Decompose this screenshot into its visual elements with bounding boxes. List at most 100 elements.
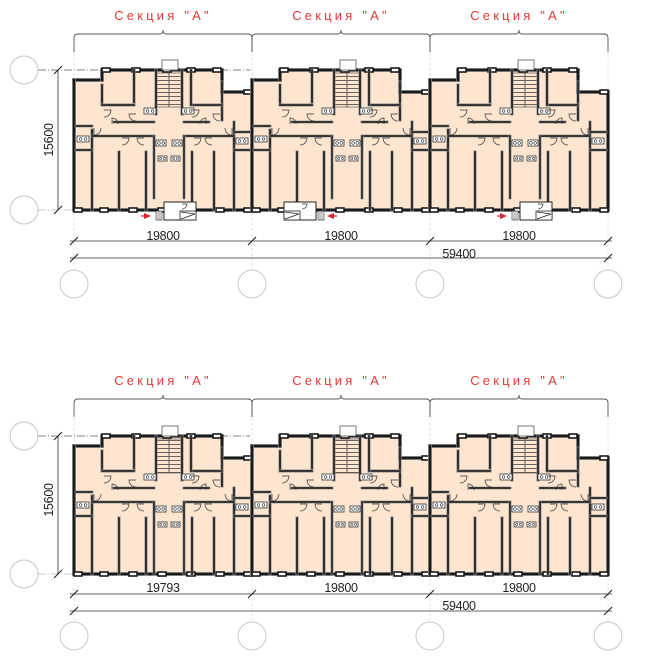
door-swing [93,127,102,136]
plumbing-fixture [513,521,524,528]
door-swing [369,109,378,118]
plumbing-fixture [511,505,523,513]
door-swing [281,109,290,118]
section-label: Секция "А" [114,373,212,388]
plumbing-fixture [170,521,181,528]
plumbing-fixture [235,137,249,145]
door-swing [390,113,399,122]
floor-plan-bottom [9,394,623,651]
grid-axis-marker [9,421,39,451]
wall-pier [571,207,581,213]
door-swing [492,137,501,146]
wall-pier [306,571,316,577]
door-swing [204,137,213,146]
plumbing-fixture [143,473,157,481]
door-swing [467,117,475,125]
wall-pier [568,433,578,439]
building-section [72,59,254,221]
door-swing [193,137,202,146]
door-swing [467,483,475,491]
plumbing-fixture [76,135,90,143]
door-swing [136,137,145,146]
entry-steps [317,210,325,221]
plumbing-fixture [526,521,537,528]
section-dimension: 19793 [146,581,180,595]
section-label: Секция "А" [470,8,568,23]
entry-steps [511,210,519,221]
door-swing [224,493,233,502]
door-swing [549,137,558,146]
door-swing [224,127,233,136]
grid-axis-marker [593,269,623,299]
door-swing [390,479,399,488]
building-section [250,425,432,577]
stair-exit [517,425,535,437]
wall-pier [131,67,141,73]
wall-pier [251,207,261,213]
ramp [179,210,197,221]
plumbing-fixture [171,139,183,147]
wall-pier [99,571,109,577]
door-swing [560,503,569,512]
door-swing [382,503,391,512]
plumbing-fixture [359,473,373,481]
wall-pier [309,433,319,439]
section-brace [73,394,253,417]
door-swing [299,137,308,146]
plumbing-fixture [335,155,346,162]
plumbing-fixture [157,155,168,162]
wall-pier [309,67,319,73]
grid-axis-marker [415,269,445,299]
section-label: Секция "А" [292,8,390,23]
plumbing-fixture [591,137,605,145]
plumbing-fixture [527,139,539,147]
grid-axis-marker [9,559,39,589]
door-swing [306,113,315,122]
wall-pier [212,67,222,73]
door-swing [281,475,290,484]
plumbing-fixture [181,473,195,481]
door-swing [199,483,207,491]
height-dimension: 15600 [42,483,56,517]
plumbing-fixture [432,501,446,509]
wall-pier [599,89,609,95]
plumbing-fixture [537,107,551,115]
wall-pier [487,67,497,73]
total-dimension: 59400 [442,599,476,613]
grid-axis-marker [237,269,267,299]
plumbing-fixture [254,501,268,509]
section-dimension: 19800 [502,581,536,595]
plumbing-fixture [526,155,537,162]
door-swing [537,203,544,210]
wall-pier [393,571,403,577]
plumbing-fixture [499,473,513,481]
door-swing [402,493,411,502]
wall-pier [73,207,83,213]
plumbing-fixture [157,521,168,528]
stair-exit [161,59,179,71]
plumbing-fixture [254,135,268,143]
door-swing [128,479,137,488]
wall-pier [128,571,138,577]
wall-pier [335,207,345,213]
wall-pier [73,571,83,577]
section-dimension: 19800 [324,229,358,243]
door-swing [580,127,589,136]
door-swing [568,479,577,488]
door-swing [111,483,119,491]
door-swing [547,475,556,484]
ramp [283,210,301,221]
door-swing [204,503,213,512]
wall-pier [457,67,467,73]
plumbing-fixture [321,473,335,481]
door-swing [128,113,137,122]
wall-pier [599,207,609,213]
door-swing [199,117,207,125]
plumbing-fixture [511,139,523,147]
door-swing [449,127,458,136]
plumbing-fixture [359,107,373,115]
wall-pier [457,433,467,439]
wall-pier [335,571,345,577]
wall-pier [279,433,289,439]
door-swing [111,117,119,125]
